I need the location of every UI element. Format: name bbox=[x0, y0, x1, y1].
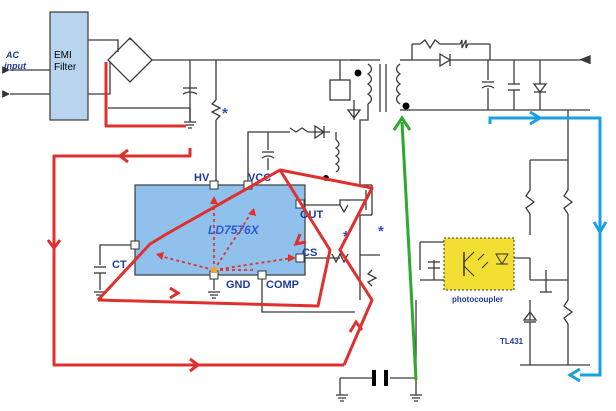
star-marker-cs: * bbox=[378, 223, 384, 240]
controller-ic: LD7576X HV VCC OUT CS CT GND COMP bbox=[112, 172, 324, 291]
primary-current-loop bbox=[52, 62, 374, 367]
pin-hv-label: HV bbox=[194, 172, 210, 184]
pin-ct-label: CT bbox=[112, 259, 127, 271]
pin-cs-label: CS bbox=[302, 247, 317, 259]
emi-filter-label-1: EMI bbox=[54, 50, 72, 61]
photocoupler-label: photocoupler bbox=[452, 295, 503, 304]
pin-gnd-label: GND bbox=[226, 279, 251, 291]
ic-name: LD7576X bbox=[208, 223, 260, 237]
emi-filter-block: EMI Filter bbox=[49, 11, 89, 121]
feedback-path bbox=[392, 115, 418, 381]
internal-current-arrows bbox=[159, 200, 293, 271]
secondary-current-loop bbox=[488, 110, 608, 383]
star-marker-hv: * bbox=[222, 105, 228, 122]
ac-input-label-1: AC bbox=[5, 50, 19, 60]
tl431-label: TL431 bbox=[500, 337, 524, 346]
y-capacitor bbox=[372, 370, 388, 386]
ac-input-label-2: input bbox=[4, 61, 27, 71]
photocoupler-block: photocoupler bbox=[443, 237, 515, 304]
primary-loop-arrows bbox=[46, 148, 364, 373]
emi-filter-label-2: Filter bbox=[54, 62, 77, 73]
internal-arrow-heads bbox=[156, 196, 296, 273]
pin-comp-label: COMP bbox=[266, 279, 299, 291]
pin-vcc-label: VCC bbox=[248, 172, 271, 184]
